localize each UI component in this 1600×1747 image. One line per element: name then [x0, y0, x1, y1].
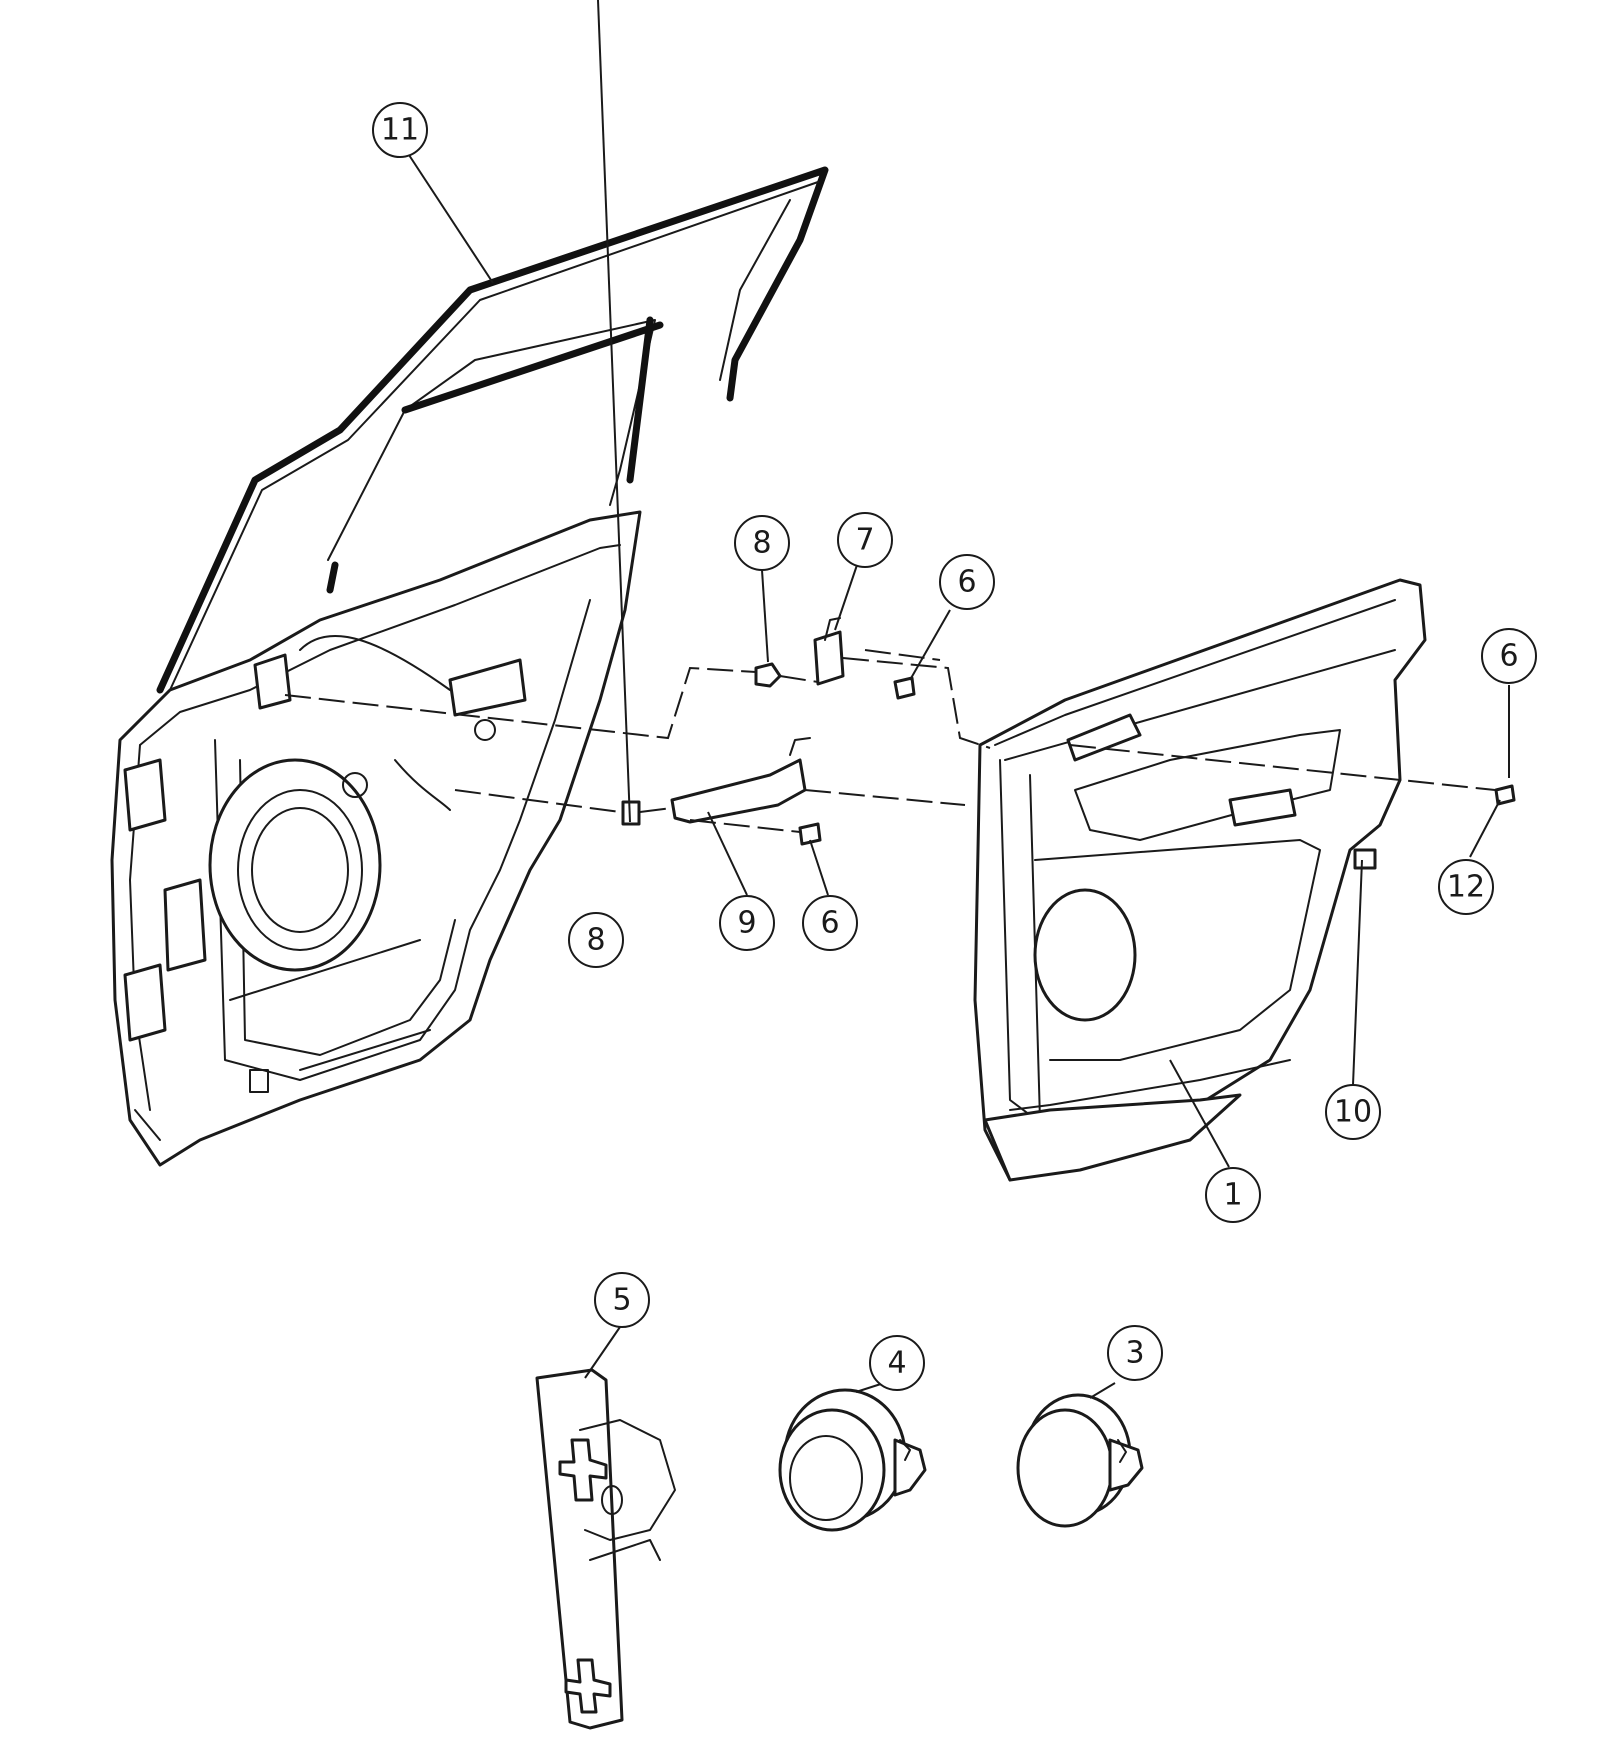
callout-8-lower: 8	[568, 912, 624, 968]
nut-8-upper	[754, 662, 782, 688]
callout-10: 10	[1325, 1084, 1381, 1140]
retainer-3	[1016, 1393, 1144, 1528]
svg-text:9: 9	[737, 906, 756, 941]
svg-text:6: 6	[957, 565, 976, 600]
bolt-6-upper	[893, 676, 916, 700]
svg-text:10: 10	[1334, 1095, 1372, 1130]
callout-3: 3	[1107, 1325, 1163, 1381]
callout-12: 12	[1438, 859, 1494, 915]
nut-8-lower	[621, 800, 641, 826]
clip-7	[813, 630, 845, 686]
bolt-6-lower	[798, 822, 822, 846]
svg-text:3: 3	[1125, 1336, 1144, 1371]
svg-text:8: 8	[586, 923, 605, 958]
door-inner-panel	[110, 510, 642, 1167]
door-weatherstrip	[156, 166, 829, 694]
callout-9: 9	[719, 895, 775, 951]
svg-text:11: 11	[381, 113, 419, 148]
svg-text:5: 5	[612, 1283, 631, 1318]
bolt-6-right	[1494, 784, 1516, 806]
callout-11: 11	[372, 102, 428, 158]
svg-text:1: 1	[1223, 1178, 1242, 1213]
alignment-lines	[284, 649, 1496, 833]
svg-text:4: 4	[887, 1346, 906, 1381]
callout-6-right: 6	[1481, 628, 1537, 684]
callout-8-upper: 8	[734, 515, 790, 571]
pushpin-5	[535, 1368, 676, 1730]
fasteners	[621, 617, 1516, 846]
callout-6-lower: 6	[802, 895, 858, 951]
speaker-opening	[208, 758, 382, 972]
svg-text:7: 7	[855, 523, 874, 558]
door-trim-panel	[973, 578, 1427, 1182]
callout-7: 7	[837, 512, 893, 568]
svg-text:12: 12	[1447, 870, 1485, 905]
callout-6-upper: 6	[939, 554, 995, 610]
bracket-9	[670, 758, 807, 824]
callouts: 11 8 7 6 6 12 8 9	[372, 102, 1537, 1391]
svg-text:6: 6	[820, 906, 839, 941]
retainer-4	[778, 1388, 927, 1532]
svg-text:6: 6	[1499, 639, 1518, 674]
trim-speaker-grille	[1033, 888, 1137, 1022]
callout-5: 5	[594, 1272, 650, 1328]
callout-1: 1	[1205, 1167, 1261, 1223]
svg-text:8: 8	[752, 526, 771, 561]
callout-4: 4	[869, 1335, 925, 1391]
